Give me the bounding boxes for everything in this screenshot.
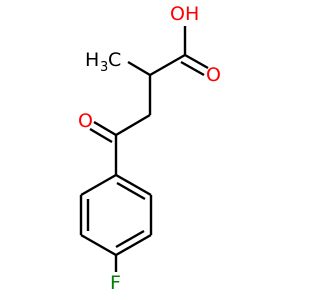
- methyl-c-label: C: [108, 49, 121, 71]
- bond-cooh-o-1: [184, 53, 209, 70]
- bond-group: [79, 26, 209, 272]
- bond-ch-methyl: [127, 60, 151, 77]
- methyl-h-label: H: [85, 49, 99, 71]
- ring-inner-1: [116, 181, 146, 201]
- bond-ketone-o-2: [89, 127, 113, 144]
- hydroxyl-label: OH: [170, 3, 199, 25]
- ring-bond-6: [80, 173, 117, 197]
- bond-ch2-co: [115, 113, 151, 137]
- bond-cooh-o-2: [180, 60, 205, 77]
- fluorine-label: F: [110, 272, 121, 294]
- ring-bond-3: [115, 233, 152, 257]
- ring-bond-1: [115, 173, 152, 197]
- bond-ketone-o-1: [93, 120, 117, 137]
- molecule-structure: OH O H 3 C O F: [78, 3, 221, 294]
- ketone-oxygen-label: O: [78, 110, 93, 132]
- acid-oxygen-label: O: [206, 64, 221, 86]
- ring-bond-4: [80, 233, 117, 257]
- bond-cooh-ch: [149, 53, 186, 77]
- ring-inner-2: [115, 229, 145, 249]
- methyl-subscript: 3: [100, 60, 108, 75]
